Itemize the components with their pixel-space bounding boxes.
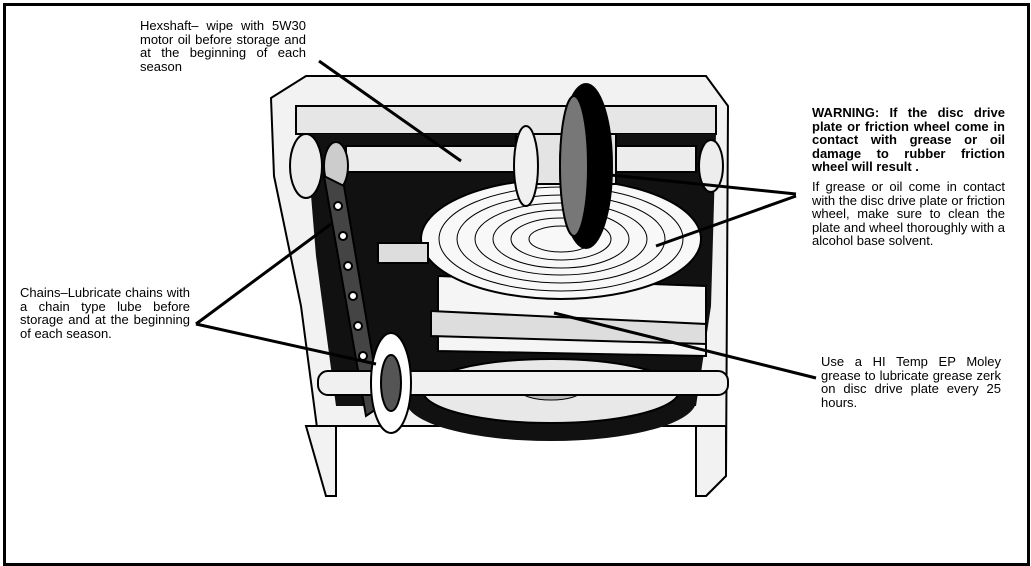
chains-text: Chains–Lubricate chains with a chain typ… (20, 286, 190, 340)
warning-bold-text: WARNING: If the disc drive plate or fric… (812, 106, 1005, 174)
diagram-frame: Hexshaft– wipe with 5W30 motor oil befor… (3, 3, 1030, 566)
warning-callout: WARNING: If the disc drive plate or fric… (812, 106, 1005, 248)
hexshaft-callout: Hexshaft– wipe with 5W30 motor oil befor… (140, 19, 306, 73)
moley-text: Use a HI Temp EP Moley grease to lubrica… (821, 355, 1001, 409)
hexshaft-text: Hexshaft– wipe with 5W30 motor oil befor… (140, 19, 306, 73)
warning-body-text: If grease or oil come in contact with th… (812, 180, 1005, 248)
moley-grease-callout: Use a HI Temp EP Moley grease to lubrica… (821, 355, 1001, 409)
chains-callout: Chains–Lubricate chains with a chain typ… (20, 286, 190, 340)
